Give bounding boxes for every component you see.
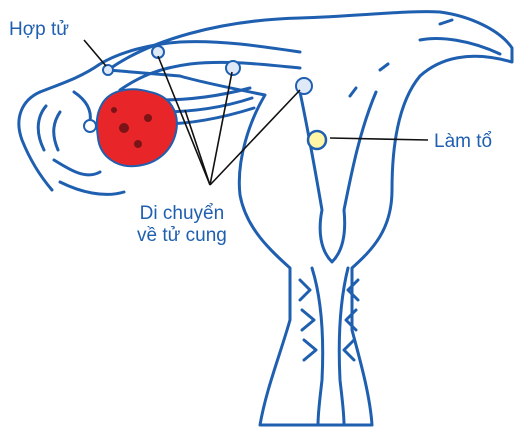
label-migration-line1: Di chuyển [137, 203, 227, 225]
zygote-cell [103, 65, 113, 75]
label-migration: Di chuyển về tử cung [137, 203, 227, 247]
ovary [97, 89, 177, 166]
released-egg [84, 120, 96, 132]
implanted-embryo [308, 131, 326, 149]
label-zygote: Hợp tử [9, 19, 69, 41]
morula-cell-2 [226, 61, 240, 75]
label-implantation: Làm tổ [434, 131, 492, 153]
uterine-cavity [300, 92, 376, 262]
label-migration-line2: về tử cung [137, 225, 227, 247]
